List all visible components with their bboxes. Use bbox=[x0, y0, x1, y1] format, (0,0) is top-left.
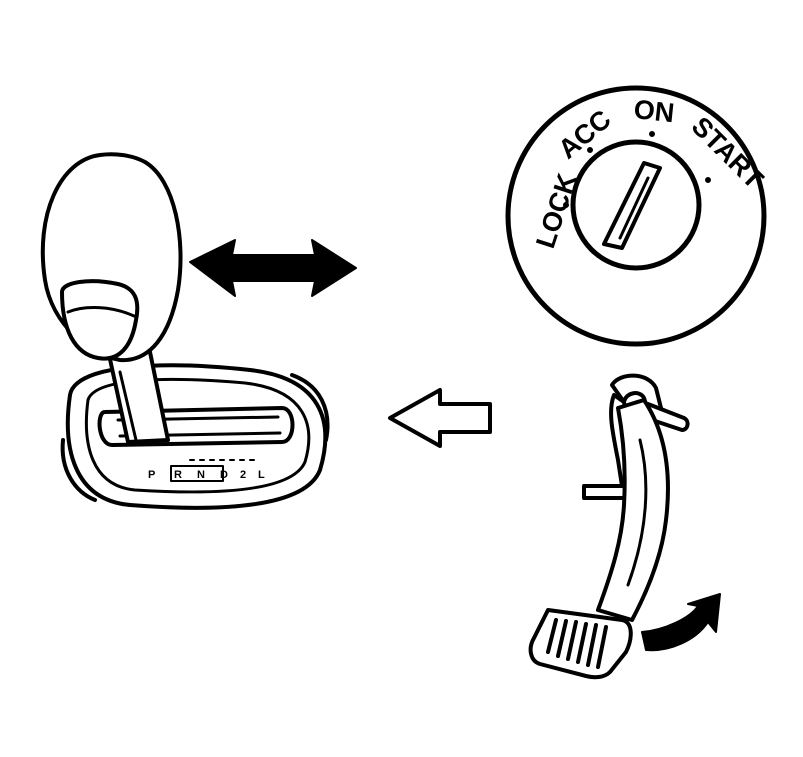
gear-shifter: P R N D 2 L bbox=[40, 152, 330, 510]
shifter-bezel-inner bbox=[84, 377, 311, 494]
curved-arrow-icon bbox=[641, 593, 721, 652]
brake-pedal bbox=[528, 373, 690, 680]
gear-label: N bbox=[197, 469, 205, 481]
gear-indicator: P R N D 2 L bbox=[148, 459, 265, 482]
shifter-bezel bbox=[65, 363, 328, 510]
gear-label: R bbox=[174, 469, 182, 481]
double-arrow-icon bbox=[189, 239, 357, 297]
shift-lock-button bbox=[60, 279, 140, 361]
pedal-lever bbox=[596, 398, 670, 622]
gear-label: 2 bbox=[240, 469, 246, 481]
left-arrow-icon bbox=[388, 388, 492, 448]
ignition-switch: LOCK ACC ON START bbox=[505, 85, 770, 347]
key-cylinder bbox=[570, 139, 702, 271]
key-slot bbox=[602, 161, 662, 250]
ignition-bezel bbox=[505, 85, 767, 347]
ignition-label-on: ON bbox=[632, 94, 675, 128]
gear-label: L bbox=[258, 469, 265, 481]
gear-label: P bbox=[148, 469, 155, 481]
